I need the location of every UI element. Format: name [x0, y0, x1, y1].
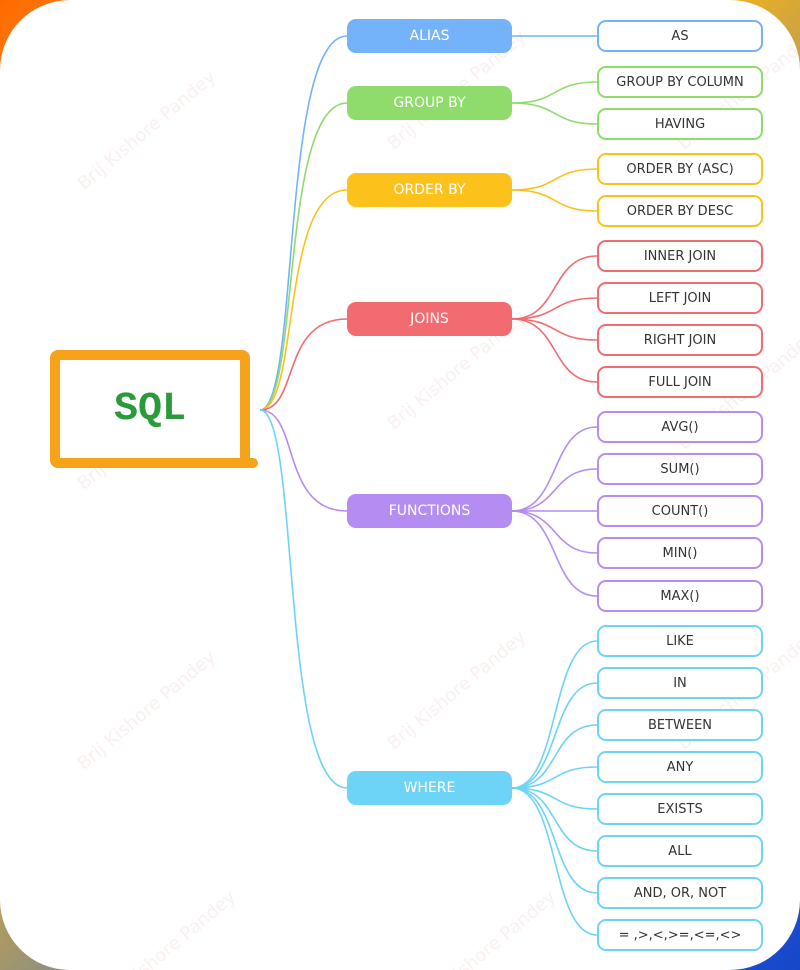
leaf-node: COUNT() [597, 495, 763, 527]
leaf-node: HAVING [597, 108, 763, 140]
branch-node-joins: JOINS [347, 302, 512, 336]
leaf-node: SUM() [597, 453, 763, 485]
leaf-node: MIN() [597, 537, 763, 569]
leaf-node: LIKE [597, 625, 763, 657]
leaf-node: ORDER BY DESC [597, 195, 763, 227]
root-label: SQL [113, 386, 186, 432]
branch-connector [511, 468, 598, 512]
leaf-node: AS [597, 20, 763, 52]
root-node-tail [238, 458, 258, 468]
leaf-node: FULL JOIN [597, 366, 763, 398]
branch-connector [511, 787, 598, 936]
branch-connector [511, 787, 598, 894]
leaf-node: EXISTS [597, 793, 763, 825]
branch-connector [511, 766, 598, 789]
leaf-node: ORDER BY (ASC) [597, 153, 763, 185]
leaf-node: = ,>,<,>=,<=,<> [597, 919, 763, 951]
branch-connector [511, 510, 598, 597]
leaf-node: BETWEEN [597, 709, 763, 741]
branch-connector [511, 787, 598, 810]
branch-connector [511, 787, 598, 852]
branch-node-alias: ALIAS [347, 19, 512, 53]
branch-connector [511, 168, 598, 191]
branch-connector [511, 318, 598, 383]
leaf-node: INNER JOIN [597, 240, 763, 272]
root-connector [259, 189, 348, 411]
branch-connector [511, 81, 598, 104]
leaf-node: ANY [597, 751, 763, 783]
root-connector [259, 318, 348, 411]
branch-node-group-by: GROUP BY [347, 86, 512, 120]
root-connector [259, 102, 348, 411]
branch-node-order-by: ORDER BY [347, 173, 512, 207]
leaf-node: AVG() [597, 411, 763, 443]
branch-connector [511, 255, 598, 320]
branch-connector [511, 682, 598, 789]
branch-connector [511, 510, 598, 554]
branch-connector [511, 189, 598, 212]
leaf-node: IN [597, 667, 763, 699]
leaf-node: RIGHT JOIN [597, 324, 763, 356]
branch-connector [511, 102, 598, 125]
branch-connector [511, 297, 598, 320]
leaf-node: MAX() [597, 580, 763, 612]
branch-connector [511, 724, 598, 789]
branch-node-where: WHERE [347, 771, 512, 805]
leaf-node: ALL [597, 835, 763, 867]
branch-connector [511, 318, 598, 341]
root-connector [259, 409, 348, 789]
branch-connector [511, 426, 598, 512]
leaf-node: LEFT JOIN [597, 282, 763, 314]
root-connector [259, 409, 348, 512]
branch-connector [511, 640, 598, 789]
leaf-node: GROUP BY COLUMN [597, 66, 763, 98]
branch-node-functions: FUNCTIONS [347, 494, 512, 528]
leaf-node: AND, OR, NOT [597, 877, 763, 909]
root-connector [259, 35, 348, 411]
root-node-sql: SQL [50, 350, 250, 468]
